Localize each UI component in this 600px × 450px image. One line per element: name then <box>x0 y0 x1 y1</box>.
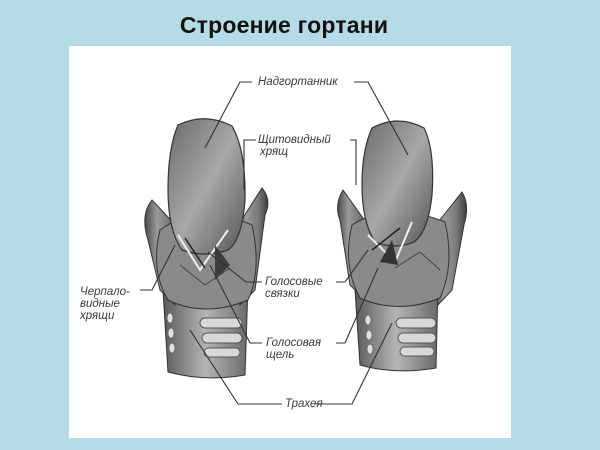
slide-title: Строение гортани <box>179 12 389 38</box>
label-glottis-line1: Голосовая <box>266 337 322 349</box>
diagram-panel: Надгортанник Щитовидный хрящ Голосовые с… <box>69 46 511 438</box>
label-vocal-cords-line2: связки <box>265 288 300 300</box>
label-thyroid-cartilage-line1: Щитовидный <box>258 134 331 146</box>
label-arytenoid-line1: Черпало- <box>80 286 130 298</box>
leader-lines <box>140 81 409 405</box>
larynx-illustration <box>140 81 468 405</box>
label-trachea: Трахея <box>285 398 323 410</box>
label-arytenoid-line3: хрящи <box>80 310 115 322</box>
label-arytenoid-line2: видные <box>80 298 120 310</box>
label-vocal-cords-line1: Голосовые <box>265 276 323 288</box>
label-glottis-line2: щель <box>266 349 295 361</box>
left-larynx-view <box>144 118 269 379</box>
right-larynx-view <box>337 120 468 372</box>
label-thyroid-cartilage-line2: хрящ <box>260 146 288 158</box>
label-epiglottis: Надгортанник <box>258 76 338 88</box>
